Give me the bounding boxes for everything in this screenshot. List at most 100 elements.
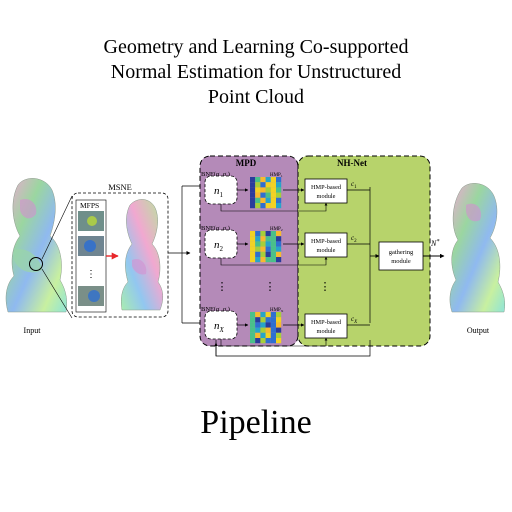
heatmap-cell [255, 317, 261, 323]
heatmap-cell [265, 312, 271, 318]
heatmap-cell [255, 236, 261, 242]
heatmap-cell [250, 327, 256, 333]
heatmap-cell [276, 317, 282, 323]
heatmap-cell [255, 257, 261, 263]
title-line-3: Point Cloud [207, 86, 305, 108]
heatmap-cell [255, 322, 261, 328]
title-line-1: Geometry and Learning Co-supported [103, 36, 409, 58]
heatmap-cell [250, 231, 256, 237]
heatmap-cell [255, 177, 261, 183]
normal-node-box [204, 310, 238, 340]
input-label: Input [24, 326, 42, 335]
heatmap-cell [265, 236, 271, 242]
hmp-label: HMP2 [270, 227, 283, 232]
msne-box [71, 192, 169, 318]
heatmap-cell [260, 187, 266, 193]
heatmap-cell [260, 192, 266, 198]
heatmap-cell [265, 322, 271, 328]
normal-node-box [204, 175, 238, 205]
heatmap-cell [250, 246, 256, 252]
skip-connection [220, 337, 328, 347]
heatmap-cell [270, 332, 276, 338]
heatmap-cell [250, 251, 256, 257]
hmp-module-label-line-2: module [317, 328, 336, 335]
heatmap-cell [265, 231, 271, 237]
heatmap-cell [250, 197, 256, 203]
heatmap-cell [260, 177, 266, 183]
heatmap-cell [260, 338, 266, 344]
heatmap-cell [270, 203, 276, 209]
c-label: cX [351, 315, 358, 325]
output-sculpture-image [449, 183, 505, 313]
heatmap-cell [250, 338, 256, 344]
msne-sculpture-image [121, 199, 163, 311]
heatmap-cell [270, 187, 276, 193]
heatmap-cell [255, 251, 261, 257]
heatmap-cell [270, 327, 276, 333]
heatmap-cell [250, 332, 256, 338]
nstar-label: N* [430, 239, 439, 248]
zoom-line-bottom [41, 268, 73, 319]
mfps-patch-2 [78, 236, 104, 256]
hmp-module-label-line-1: HMP-based [311, 319, 342, 326]
heatmap-cell [265, 338, 271, 344]
heatmap-cell [276, 257, 282, 263]
heatmap-cell [250, 322, 256, 328]
hmp-module-label-line-1: HMP-based [311, 238, 342, 245]
hmp-module-box [304, 178, 348, 204]
heatmap-cell [250, 203, 256, 209]
split-lines [181, 185, 200, 324]
mfps-label: MFPS [80, 201, 99, 210]
hmp-module-label-line-1: HMP-based [311, 184, 342, 191]
heatmap-cell [250, 187, 256, 193]
heatmap-cell [276, 203, 282, 209]
heatmap-cell [276, 246, 282, 252]
heatmap-cell [255, 203, 261, 209]
skip-connection [220, 202, 328, 212]
normal-node-box [204, 229, 238, 259]
heatmap-cell [255, 182, 261, 188]
heatmap-cell [260, 182, 266, 188]
heatmap-cell [265, 246, 271, 252]
hmp-label: HMPX [270, 308, 284, 313]
pipeline-caption: Pipeline [200, 404, 312, 441]
heatmap-cell [276, 192, 282, 198]
heatmap-cell [270, 177, 276, 183]
heatmap-cell [265, 197, 271, 203]
heatmap-cell [260, 312, 266, 318]
heatmap-cell [260, 251, 266, 257]
heatmap-cell [250, 182, 256, 188]
heatmap-vdots: ⋮ [265, 281, 276, 293]
normal-node-label: nX [214, 320, 225, 334]
normal-node-label: n2 [214, 239, 224, 253]
heatmap-cell [270, 241, 276, 247]
heatmap-cell [270, 312, 276, 318]
heatmap-cell [276, 197, 282, 203]
heatmap-cell [270, 338, 276, 344]
hmp-module-label-line-2: module [317, 193, 336, 200]
mfps-patch-1 [78, 211, 104, 231]
heatmap-cell [276, 251, 282, 257]
hmp-label: HMP1 [270, 173, 283, 178]
mpd-vdots: ⋮ [217, 281, 228, 293]
nhnet-label: NH-Net [337, 158, 367, 168]
heatmap-cell [276, 241, 282, 247]
heatmap-cell [270, 257, 276, 263]
heatmap-cell [276, 182, 282, 188]
output-label: Output [467, 326, 490, 335]
heatmap-cell [265, 203, 271, 209]
heatmap-cell [276, 312, 282, 318]
heatmap-cell [260, 203, 266, 209]
heatmap-cell [270, 246, 276, 252]
heatmap-cell [265, 317, 271, 323]
heatmap-cell [276, 338, 282, 344]
heatmap-cell [260, 317, 266, 323]
heatmap-cell [255, 332, 261, 338]
msne-label: MSNE [108, 182, 132, 192]
mfps-patch-3 [78, 286, 104, 306]
heatmap-cell [255, 312, 261, 318]
heatmap-cell [260, 322, 266, 328]
gathering-label-line-1: gathering [389, 249, 414, 256]
heatmap-cell [255, 338, 261, 344]
